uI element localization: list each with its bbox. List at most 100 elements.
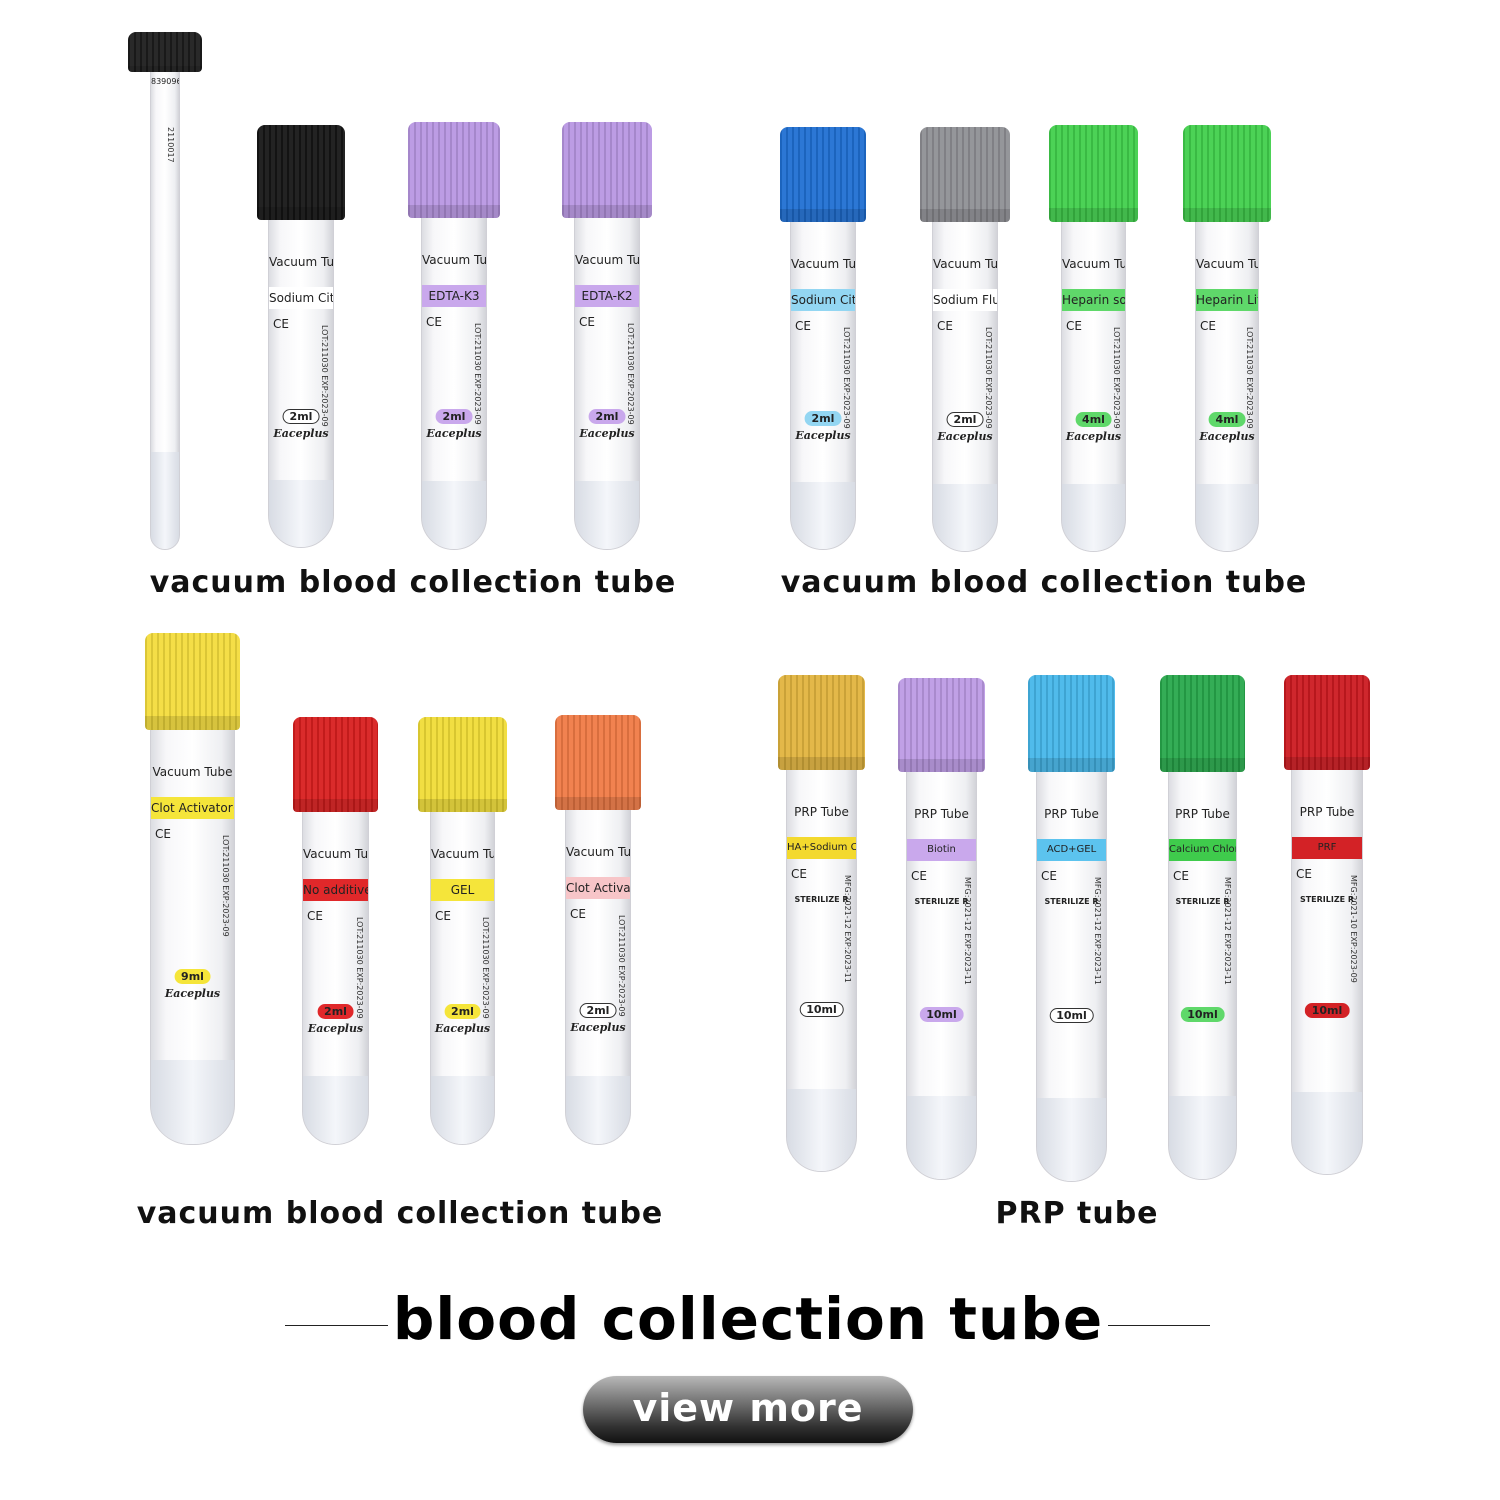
- tube-contents: [303, 1076, 368, 1144]
- blood-tube: Vacuum Tube No additives CE LOT:211030 E…: [293, 717, 378, 1145]
- tube-label-band: Clot Activator: [566, 877, 630, 899]
- tube-body: Vacuum Tube Sodium Fluoride CE LOT:21103…: [932, 216, 998, 552]
- tube-cap: [778, 675, 865, 770]
- tube-label-title: Vacuum Tube: [791, 257, 855, 271]
- tube-lot-text: MFG:2021-10 EXP:2023-09: [1349, 875, 1358, 983]
- tube-cap: [408, 122, 500, 218]
- tube-body: Vacuum Tube No additives CE LOT:211030 E…: [302, 806, 369, 1145]
- caption-group-2: vacuum blood collection tube: [780, 565, 1308, 600]
- tube-body: PRP Tube PRF CE MFG:2021-10 EXP:2023-09 …: [1291, 764, 1363, 1175]
- tube-label-band: Calcium Chloride: [1169, 839, 1236, 861]
- tube-body: Vacuum Tube GEL CE LOT:211030 EXP:2023-0…: [430, 806, 495, 1145]
- tube-label-title: PRP Tube: [794, 805, 849, 819]
- tube-brand: Eaceplus: [1199, 430, 1255, 443]
- tube-brand: Eaceplus: [1065, 430, 1122, 443]
- tube-contents: [907, 1096, 976, 1179]
- tube-cap: [1183, 125, 1271, 222]
- tube-contents: [575, 481, 639, 549]
- blood-tube: PRP Tube PRF CE MFG:2021-10 EXP:2023-09 …: [1284, 675, 1370, 1175]
- blood-tube: 8390967 CE 2110017: [128, 32, 202, 550]
- tube-lot-text: MFG:2021-12 EXP:2023-11: [1223, 877, 1232, 985]
- tube-brand: Eaceplus: [273, 427, 329, 440]
- tube-body: Vacuum Tube EDTA-K3 CE LOT:211030 EXP:20…: [421, 212, 487, 550]
- tube-cap: [1028, 675, 1115, 772]
- tube-volume-badge: 2ml: [282, 409, 320, 424]
- tube-label-title: Vacuum Tube: [431, 847, 494, 861]
- blood-tube: PRP Tube HA+Sodium Citrate+Gel CE MFG:20…: [778, 675, 865, 1172]
- tube-lot-text: LOT:211030 EXP:2023-09: [355, 917, 364, 1019]
- tube-cap: [418, 717, 507, 812]
- tube-lot-text: LOT:211030 EXP:2023-09: [626, 323, 635, 425]
- tube-cap: [780, 127, 866, 222]
- caption-group-3: vacuum blood collection tube: [136, 1196, 664, 1231]
- tube-cap: [257, 125, 345, 220]
- ce-mark-icon: CE: [1066, 319, 1082, 333]
- tube-label-band: Clot Activator+Gel: [151, 797, 234, 819]
- tube-volume-badge: 2ml: [588, 409, 626, 424]
- tube-lot-text: MFG:2021-12 EXP:2023-11: [963, 877, 972, 985]
- tube-volume-badge: 10ml: [1304, 1003, 1350, 1018]
- ce-mark-icon: CE: [911, 869, 927, 883]
- ce-mark-icon: CE: [155, 827, 171, 841]
- tube-brand: Eaceplus: [164, 987, 221, 1000]
- tube-brand: STERILIZE R: [1299, 895, 1355, 904]
- tube-lot-text: LOT:211030 EXP:2023-09: [1245, 327, 1254, 429]
- tube-label-title: PRP Tube: [914, 807, 969, 821]
- tube-contents: [933, 484, 997, 551]
- tube-volume-badge: 2ml: [435, 409, 473, 424]
- tube-cap: [1160, 675, 1245, 772]
- tube-contents: [1062, 484, 1125, 551]
- tube-label-band: Heparin sodium: [1062, 289, 1125, 311]
- tube-label-band: Sodium Citrate: [791, 289, 855, 311]
- tube-cap: [145, 633, 240, 730]
- blood-tube: Vacuum Tube GEL CE LOT:211030 EXP:2023-0…: [418, 717, 507, 1145]
- tube-body: Vacuum Tube Clot Activator CE LOT:211030…: [565, 804, 631, 1145]
- tube-lot-text: LOT:211030 EXP:2023-09: [617, 915, 626, 1017]
- ce-mark-icon: CE: [307, 909, 323, 923]
- ce-mark-icon: CE: [570, 907, 586, 921]
- tube-label-band: PRF: [1292, 837, 1362, 859]
- blood-tube: Vacuum Tube EDTA-K3 CE LOT:211030 EXP:20…: [408, 122, 500, 550]
- tube-label-title: 8390967: [151, 77, 179, 86]
- ce-mark-icon: CE: [937, 319, 953, 333]
- tube-body: Vacuum Tube Sodium Citrate CE LOT:211030…: [790, 216, 856, 550]
- tube-label-title: PRP Tube: [1044, 807, 1099, 821]
- tube-label-title: Vacuum Tube: [1062, 257, 1125, 271]
- tube-contents: [1037, 1098, 1106, 1181]
- view-more-button[interactable]: view more: [583, 1376, 913, 1443]
- tube-brand: Eaceplus: [795, 429, 851, 442]
- tube-lot-text: LOT:211030 EXP:2023-09: [1112, 327, 1121, 429]
- tube-cap: [1284, 675, 1370, 770]
- ce-mark-icon: CE: [1200, 319, 1216, 333]
- tube-brand: Eaceplus: [426, 427, 482, 440]
- tube-cap: [128, 32, 202, 72]
- tube-label-band: EDTA-K2: [575, 285, 639, 307]
- ce-mark-icon: CE: [579, 315, 595, 329]
- tube-volume-badge: 10ml: [919, 1007, 964, 1022]
- blood-tube: Vacuum Tube Sodium Fluoride CE LOT:21103…: [920, 127, 1010, 552]
- tube-label-band: HA+Sodium Citrate+Gel: [787, 837, 856, 859]
- blood-tube: PRP Tube Biotin CE MFG:2021-12 EXP:2023-…: [898, 678, 985, 1180]
- title-rule-left: [285, 1325, 388, 1326]
- tube-volume-badge: 10ml: [1049, 1008, 1094, 1023]
- tube-label-band: No additives: [303, 879, 368, 901]
- tube-volume-badge: 4ml: [1208, 412, 1246, 427]
- tube-volume-badge: 2ml: [317, 1004, 354, 1019]
- tube-lot-text: MFG:2021-12 EXP:2023-11: [843, 875, 852, 983]
- tube-label-band: GEL: [431, 879, 494, 901]
- ce-mark-icon: CE: [795, 319, 811, 333]
- tube-lot-text: LOT:211030 EXP:2023-09: [984, 327, 993, 429]
- tube-brand: Eaceplus: [579, 427, 635, 440]
- tube-volume-badge: 4ml: [1075, 412, 1112, 427]
- tube-lot-text: LOT:211030 EXP:2023-09: [320, 325, 329, 427]
- tube-cap: [898, 678, 985, 772]
- tube-label-title: Vacuum Tube: [269, 255, 333, 269]
- caption-group-1: vacuum blood collection tube: [149, 565, 677, 600]
- tube-body: PRP Tube HA+Sodium Citrate+Gel CE MFG:20…: [786, 764, 857, 1172]
- tube-lot-text: LOT:211030 EXP:2023-09: [481, 917, 490, 1019]
- caption-group-4: PRP tube: [995, 1196, 1159, 1231]
- blood-tube: Vacuum Tube EDTA-K2 CE LOT:211030 EXP:20…: [562, 122, 652, 550]
- tube-label-band: Biotin: [907, 839, 976, 861]
- tube-brand: Eaceplus: [434, 1022, 491, 1035]
- ce-mark-icon: CE: [426, 315, 442, 329]
